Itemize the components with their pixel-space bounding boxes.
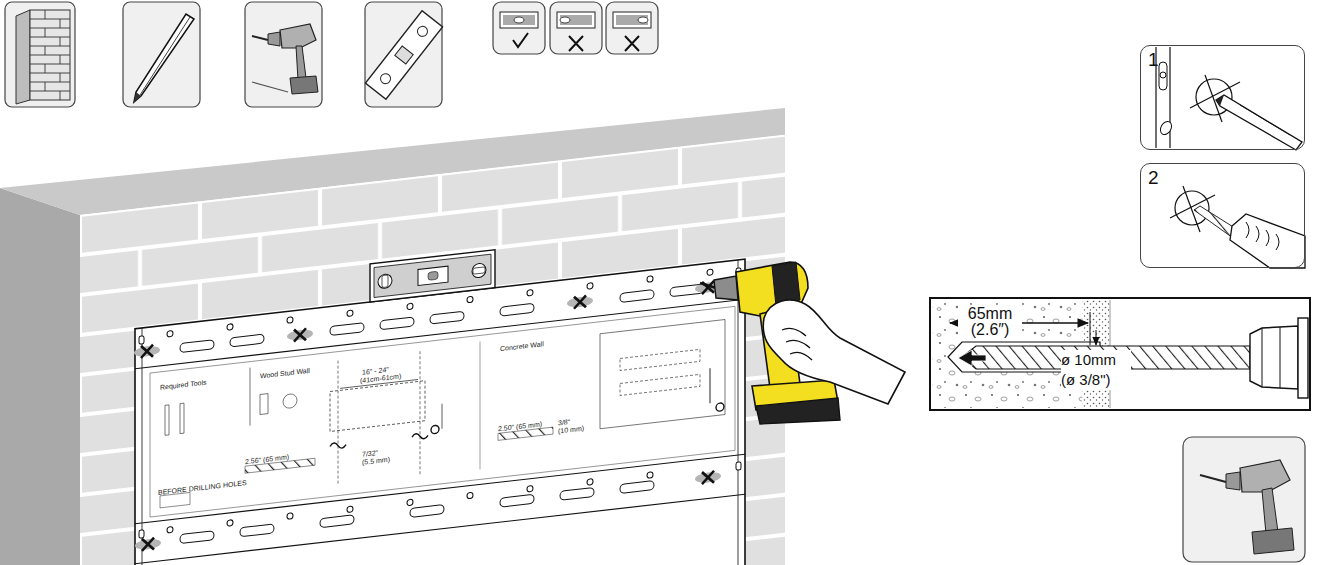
wall-side	[0, 188, 80, 565]
step-panel: 2	[1140, 163, 1305, 268]
template-text: (5.5 mm)	[362, 456, 390, 467]
hole-marks	[134, 280, 721, 552]
depth-dimension: 65mm (2.6″)	[958, 306, 1022, 338]
callout-number: 1	[1148, 49, 1168, 71]
pencil-icon	[123, 2, 200, 107]
hand	[763, 300, 905, 404]
drilling-detail: 65mm (2.6″) ø 10mm (ø 3/8")	[930, 298, 1310, 410]
spirit-level	[370, 250, 495, 302]
callout-number: 2	[1148, 167, 1168, 189]
tool-icons	[5, 2, 658, 107]
paper-template	[150, 306, 735, 517]
mounting-plate	[134, 221, 745, 565]
drill-icon-small	[1183, 437, 1305, 562]
level-check-icons	[493, 2, 658, 54]
template-text: Concrete Wall	[500, 340, 544, 353]
template-text: BEFORE DRILLING HOLES	[158, 479, 247, 497]
template-text: Required Tools	[160, 379, 207, 392]
template-text: Wood Stud Wall	[260, 367, 310, 381]
brick-wall-icon	[5, 2, 75, 107]
step2-art	[1170, 186, 1305, 268]
level-icon	[365, 2, 443, 107]
template-text: 2.50" (65 mm)	[498, 420, 542, 433]
step-panel: 1	[1140, 45, 1305, 150]
template-text: (10 mm)	[558, 425, 584, 436]
brick-wall	[0, 108, 785, 565]
diameter-dimension: ø 10mm (ø 3/8")	[1061, 350, 1131, 390]
drilling-detail-art	[930, 298, 1310, 410]
template-text: 2.56" (65 mm)	[245, 453, 289, 466]
step1-art	[1156, 47, 1302, 150]
drill-icon	[245, 2, 322, 107]
